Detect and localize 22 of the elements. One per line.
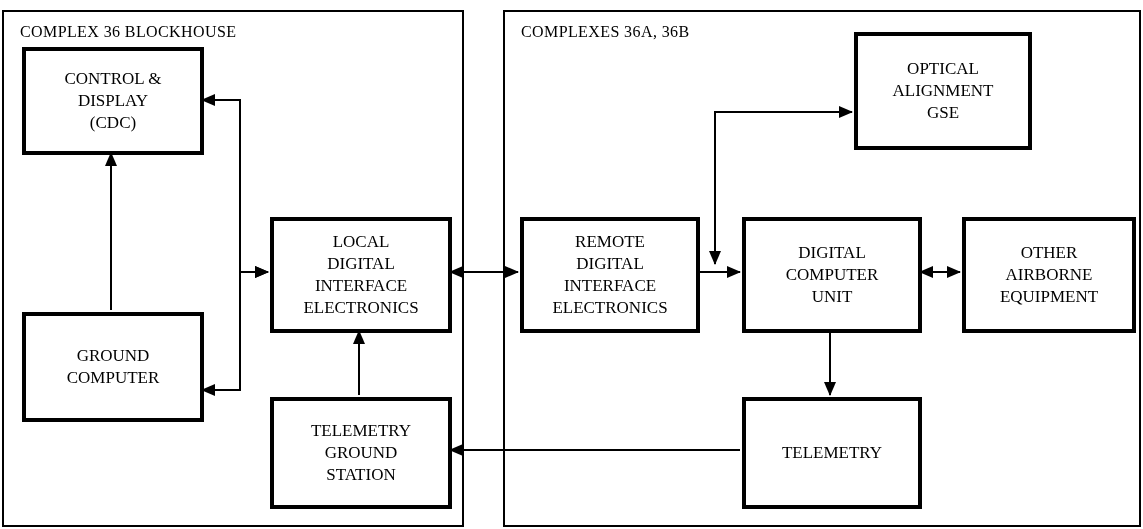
block-box: LOCAL DIGITAL INTERFACE ELECTRONICS [270, 217, 452, 333]
arrow [449, 266, 519, 278]
arrow [824, 330, 836, 396]
arrow [709, 106, 853, 265]
block-box: OPTICAL ALIGNMENT GSE [854, 32, 1032, 150]
block-box: DIGITAL COMPUTER UNIT [742, 217, 922, 333]
arrow [105, 152, 117, 311]
arrow [201, 266, 269, 396]
area-heading: COMPLEX 36 BLOCKHOUSE [20, 22, 237, 42]
block-box: CONTROL & DISPLAY (CDC) [22, 47, 204, 155]
arrow [697, 266, 741, 278]
area-panel [503, 10, 1141, 527]
arrow [449, 444, 741, 456]
block-box: REMOTE DIGITAL INTERFACE ELECTRONICS [520, 217, 700, 333]
arrow [919, 266, 961, 278]
block-box: GROUND COMPUTER [22, 312, 204, 422]
area-panel [2, 10, 464, 527]
block-box: TELEMETRY [742, 397, 922, 509]
area-heading: COMPLEXES 36A, 36B [521, 22, 690, 42]
arrow [353, 330, 365, 396]
block-box: TELEMETRY GROUND STATION [270, 397, 452, 509]
block-box: OTHER AIRBORNE EQUIPMENT [962, 217, 1136, 333]
